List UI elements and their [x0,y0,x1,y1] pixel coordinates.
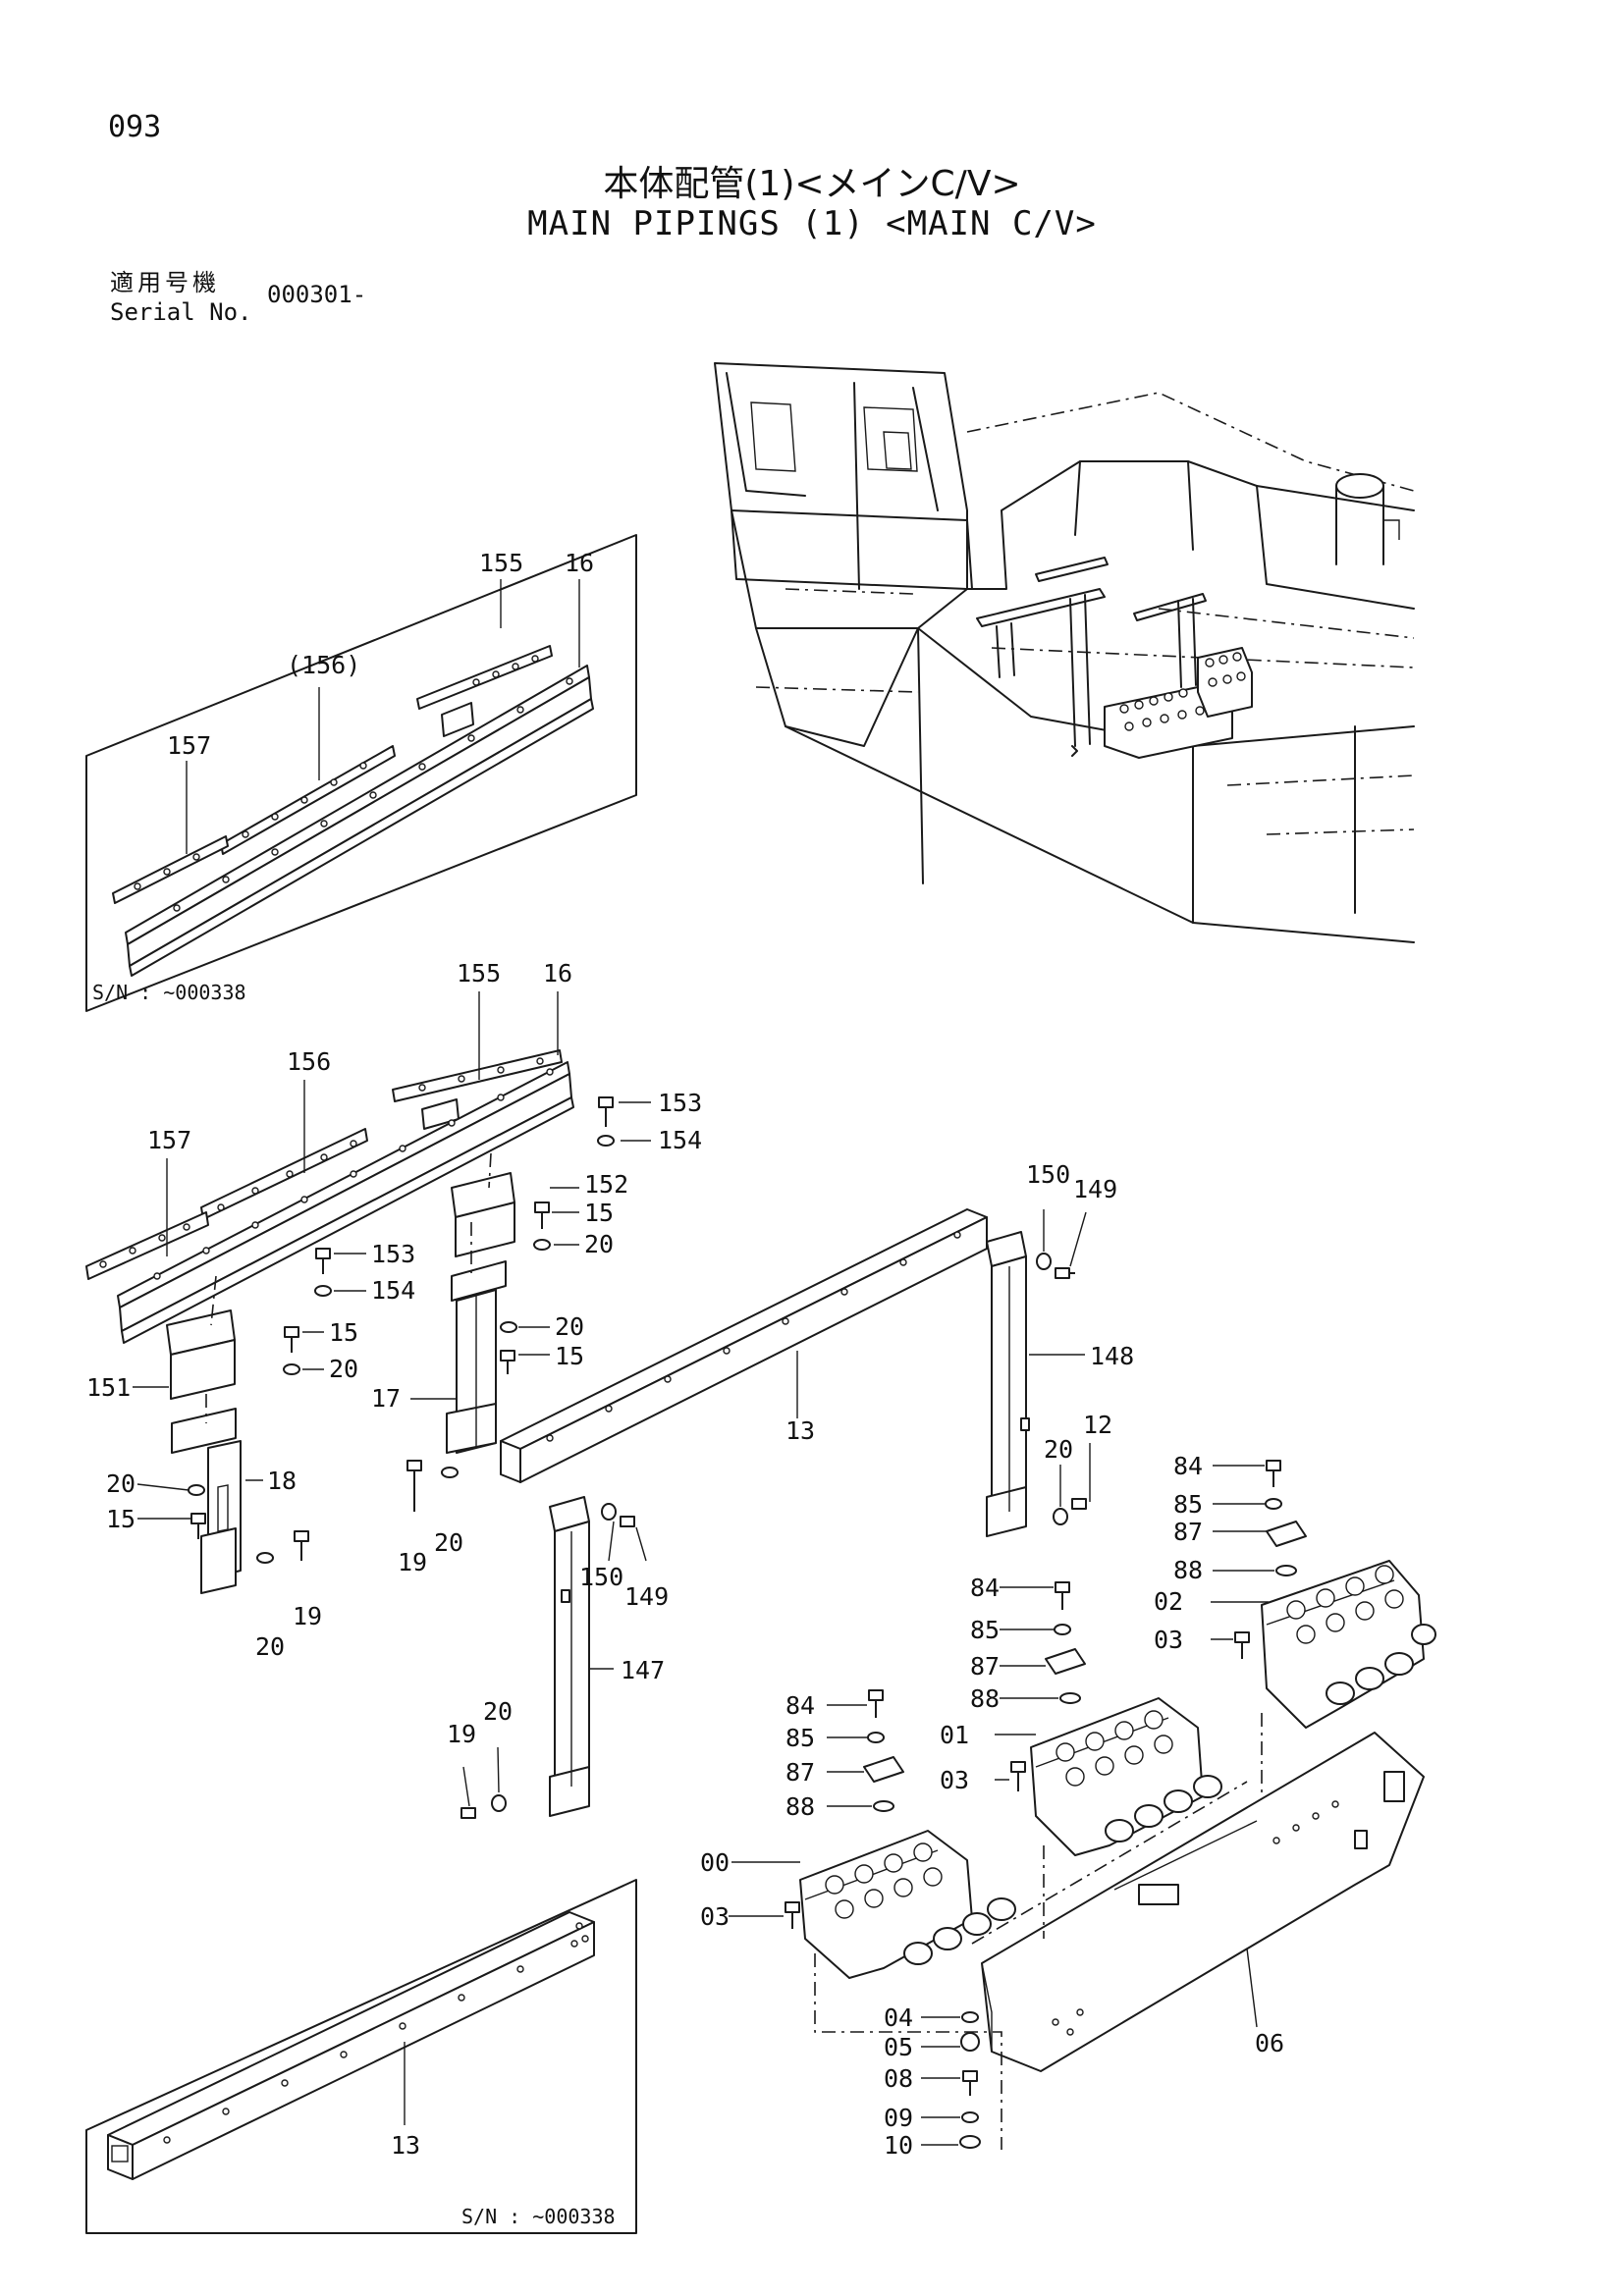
callout-label: 156 [287,1047,331,1076]
callout-label: 16 [565,549,594,577]
callout-label: 15 [106,1505,135,1533]
callout-label: 85 [970,1616,1000,1644]
callout-label: 03 [700,1902,730,1931]
callout-label: 88 [1173,1556,1203,1584]
callout-label: 157 [147,1126,191,1154]
callout-label: 147 [621,1656,665,1684]
callout-label: 85 [1173,1490,1203,1519]
callout-label: 06 [1255,2029,1284,2057]
callout-label: 15 [584,1199,614,1227]
control-valve-assembly: 84 85 87 88 02 03 84 85 87 88 01 03 84 8… [700,1452,1436,2160]
serial-label-english: Serial No. [110,298,252,326]
machine-overview [714,362,1415,943]
callout-label: 19 [398,1548,427,1576]
callout-label: 154 [371,1276,415,1305]
callout-label: 87 [1173,1518,1203,1546]
inset-bottom-beam: 13 S/N : ~000338 [85,1879,637,2234]
callout-label: 18 [267,1467,297,1495]
callout-label: 153 [371,1240,415,1268]
callout-label: 84 [1173,1452,1203,1480]
page-number: 093 [108,110,162,144]
callout-label: (156) [287,651,360,679]
callout-label: 157 [167,731,211,760]
callout-label: 84 [970,1574,1000,1602]
callout-label: 153 [658,1089,702,1117]
inset-top-rails: 155 16 (156) 157 S/N : ~000338 [85,534,637,1012]
callout-label: 152 [584,1170,628,1199]
callout-label: 20 [106,1469,135,1498]
callout-label: 84 [785,1691,815,1720]
callout-label: 20 [584,1230,614,1258]
callout-label: 19 [447,1720,476,1748]
callout-label: 87 [785,1758,815,1787]
callout-label: 151 [86,1373,131,1402]
rail-assembly: 155 16 156 157 153 154 152 15 20 153 154… [85,959,702,1661]
callout-label: 13 [391,2131,420,2160]
callout-label: 03 [1154,1626,1183,1654]
callout-label: 20 [434,1528,463,1557]
callout-label: 85 [785,1724,815,1752]
callout-label: 88 [970,1684,1000,1713]
callout-label: 05 [884,2033,913,2061]
callout-label: 09 [884,2104,913,2132]
callout-label: 20 [483,1697,513,1726]
frame-assembly: 150 149 148 13 20 12 150 149 147 19 20 [447,1160,1134,1819]
callout-label: 17 [371,1384,401,1413]
callout-label: 149 [1073,1175,1117,1203]
callout-label: 12 [1083,1411,1112,1439]
callout-label: 01 [940,1721,969,1749]
callout-label: 148 [1090,1342,1134,1370]
callout-label: 87 [970,1652,1000,1681]
callout-label: 88 [785,1792,815,1821]
serial-value: 000301- [267,281,367,308]
callout-label: 150 [579,1563,623,1591]
callout-label: 154 [658,1126,702,1154]
serial-label-japanese: 適用号機 [110,269,220,296]
callout-label: 155 [457,959,501,988]
page-title-english: MAIN PIPINGS (1) <MAIN C/V> [527,204,1097,243]
callout-label: 20 [329,1355,358,1383]
callout-label: 08 [884,2064,913,2093]
callout-label: 20 [555,1312,584,1341]
callout-label: 19 [293,1602,322,1630]
serial-range-note: S/N : ~000338 [461,2205,616,2228]
callout-label: 20 [1044,1435,1073,1464]
callout-label: 15 [555,1342,584,1370]
page-title-japanese: 本体配管(1)<メインC/V> [603,164,1021,204]
callout-label: 15 [329,1318,358,1347]
callout-label: 150 [1026,1160,1070,1189]
callout-label: 00 [700,1848,730,1877]
callout-label: 16 [543,959,572,988]
serial-range-note: S/N : ~000338 [92,981,246,1004]
callout-label: 04 [884,2003,913,2032]
callout-label: 20 [255,1632,285,1661]
callout-label: 03 [940,1766,969,1794]
callout-label: 149 [624,1582,669,1611]
callout-label: 155 [479,549,523,577]
callout-label: 13 [785,1416,815,1445]
callout-label: 10 [884,2131,913,2160]
callout-label: 02 [1154,1587,1183,1616]
